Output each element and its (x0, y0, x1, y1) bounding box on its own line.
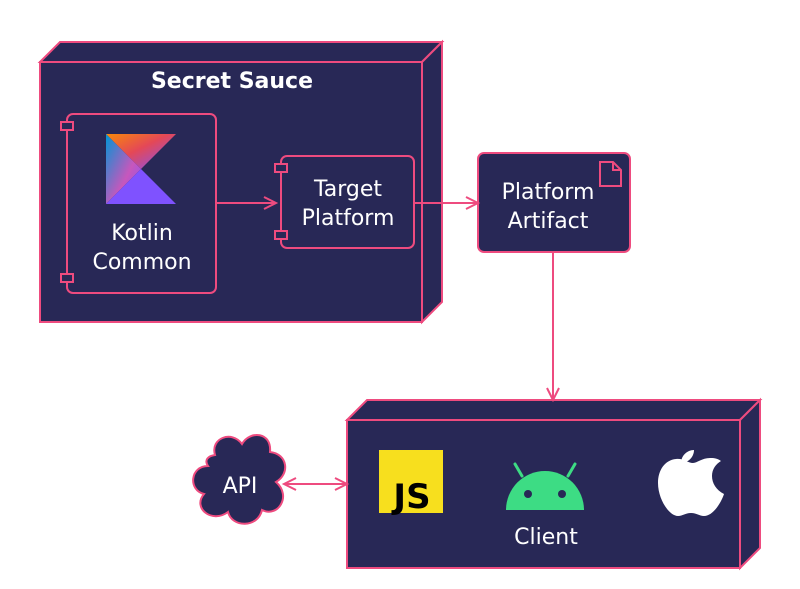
platform-artifact-label-line2: Artifact (508, 209, 589, 234)
target-platform-label-line1: Target (313, 177, 382, 202)
target-platform-component: Target Platform (274, 155, 415, 249)
client-label: Client (514, 525, 578, 550)
edge-api-client-bidirectional (281, 477, 350, 491)
kotlin-common-label-line2: Common (92, 250, 191, 275)
arrowhead-right (334, 477, 350, 491)
secret-sauce-title: Secret Sauce (151, 69, 313, 94)
android-logo-icon (506, 462, 584, 510)
client-top-face (344, 399, 763, 421)
api-cloud-shape (192, 434, 286, 525)
javascript-logo-icon: JS (379, 450, 443, 517)
kotlin-logo-icon (106, 134, 176, 204)
client-node: JS Client (344, 397, 763, 571)
kotlin-common-label-line1: Kotlin (111, 221, 173, 246)
target-platform-label-line2: Platform (302, 206, 395, 231)
arrowhead (263, 196, 279, 210)
api-cloud-node: API (192, 434, 286, 525)
platform-artifact-label-line1: Platform (502, 180, 595, 205)
kotlin-common-component: Kotlin Common (60, 113, 217, 294)
component-port-top (60, 121, 74, 131)
target-platform-box (280, 155, 415, 249)
apple-logo-icon (658, 450, 724, 516)
javascript-logo-text: JS (391, 477, 430, 517)
arrowhead-left (281, 477, 297, 491)
api-label: API (223, 474, 258, 499)
arrowhead (546, 387, 560, 403)
component-port-top (274, 163, 288, 173)
platform-artifact-node: Platform Artifact (477, 152, 631, 253)
secret-sauce-side-face (421, 39, 443, 325)
edge-artifact-to-client (546, 252, 560, 403)
document-icon (599, 161, 622, 187)
component-port-bottom (60, 273, 74, 283)
arrowhead (465, 196, 481, 210)
component-port-bottom (274, 230, 288, 240)
edge-target-to-artifact (414, 196, 481, 210)
secret-sauce-top-face (37, 41, 445, 63)
edge-kotlin-to-target (216, 196, 279, 210)
client-side-face (739, 397, 761, 571)
